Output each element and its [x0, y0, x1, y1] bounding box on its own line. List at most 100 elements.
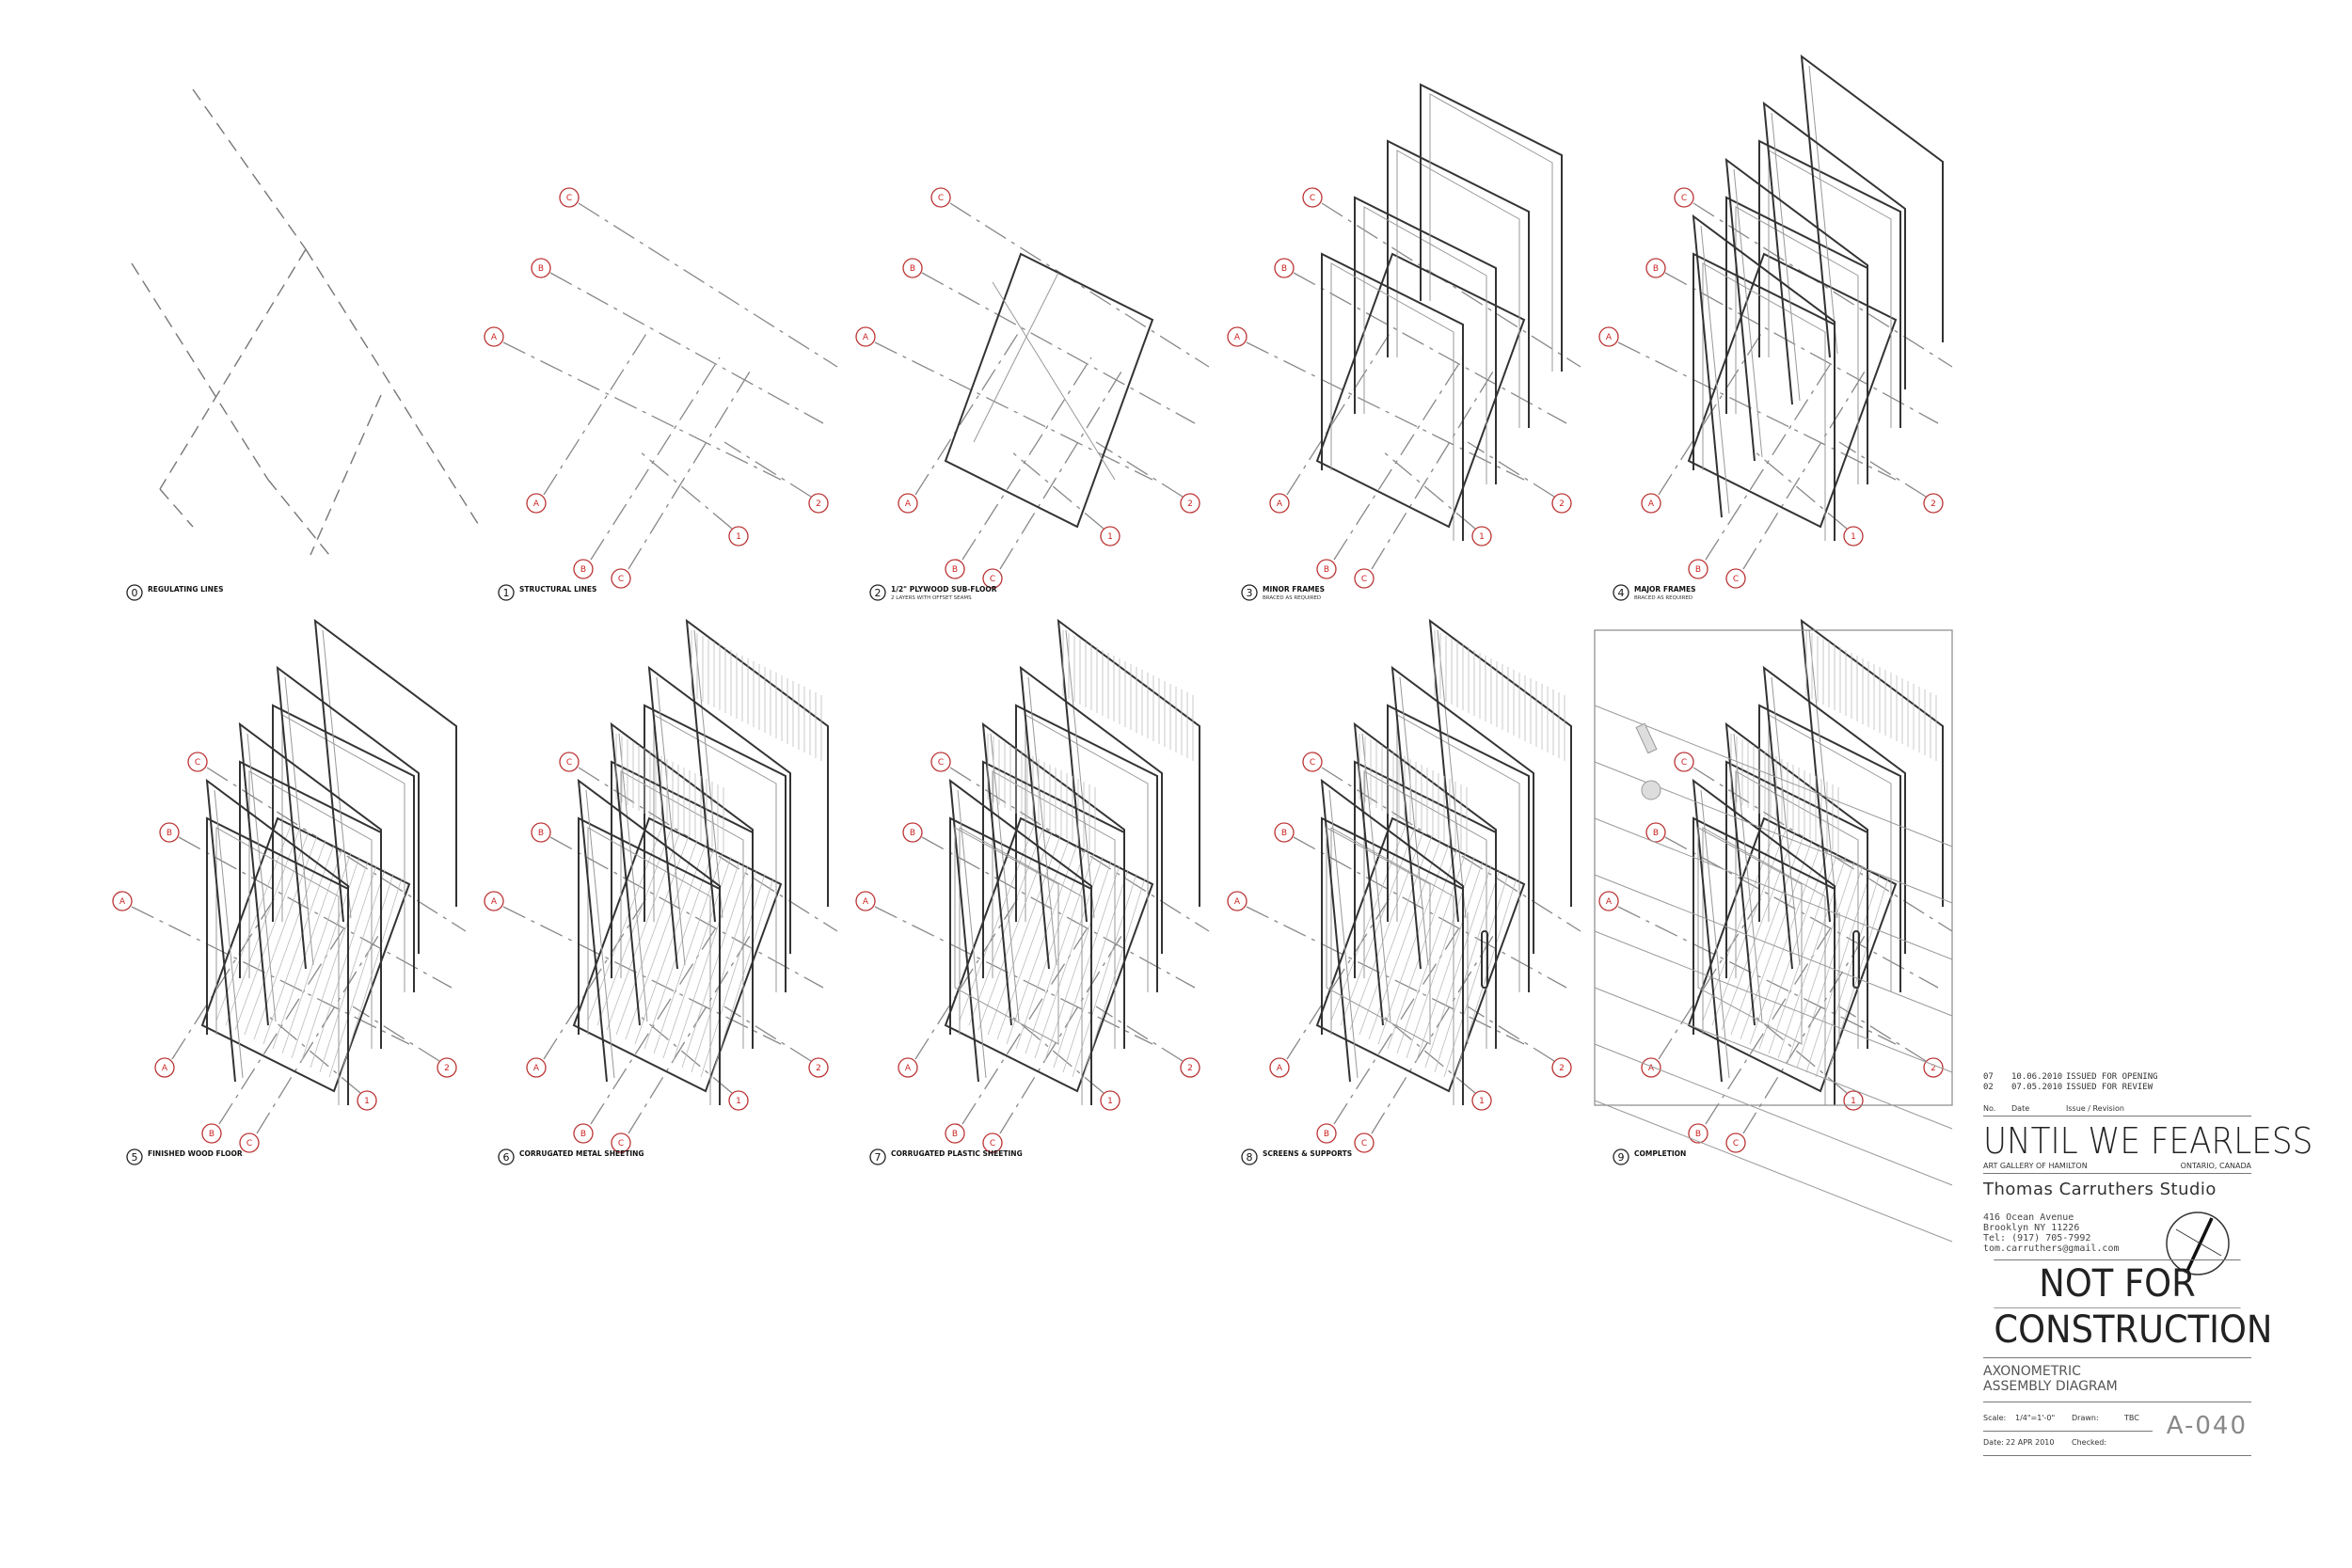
grid-bubble-label: 2	[816, 1064, 821, 1073]
grid-bubble-label: A	[1234, 333, 1241, 342]
structural-line	[352, 1006, 440, 1062]
grid-bubble-label: C	[618, 1139, 624, 1148]
project-title: UNTIL WE FEARLESS	[1983, 1120, 2313, 1162]
floor-board	[634, 844, 707, 1045]
structural-line	[961, 356, 1092, 561]
major-frame	[1320, 778, 1464, 1083]
structural-line	[502, 906, 782, 1045]
structural-line	[628, 930, 754, 1134]
structural-line	[1010, 451, 1104, 530]
structural-line	[578, 202, 838, 368]
step-number: 4	[1618, 587, 1625, 599]
floor-plate	[200, 816, 411, 1093]
major-frame-inner	[1437, 629, 1467, 919]
major-frame	[610, 721, 754, 1026]
grid-bubble: A	[1227, 326, 1248, 347]
studio-logo	[2166, 1212, 2230, 1275]
regulating-line	[159, 488, 194, 528]
major-frame	[1724, 721, 1868, 1026]
grid-bubble-label: B	[209, 1130, 215, 1139]
revision-issue: ISSUED FOR REVIEW	[2066, 1083, 2153, 1092]
regulating-line	[131, 262, 269, 481]
grid-bubble-label: A	[533, 1064, 540, 1073]
address-line: Brooklyn NY 11226	[1983, 1223, 2080, 1233]
grid-bubble-label: 2	[1559, 1064, 1565, 1073]
floor-board	[1730, 835, 1804, 1036]
grid-bubble: 1	[1100, 1090, 1120, 1111]
minor-frame-rear-inner	[1429, 93, 1553, 372]
location: ONTARIO, CANADA	[2180, 1162, 2251, 1170]
minor-frame-inner	[1702, 827, 1826, 1105]
floor-board	[1043, 861, 1112, 1064]
grid-bubble: B	[531, 822, 551, 843]
grid-bubble-label: B	[910, 264, 915, 274]
floor-board	[1330, 822, 1407, 1022]
floor-board	[225, 827, 301, 1026]
structural-line	[590, 356, 721, 561]
major-frame-inner	[1328, 789, 1359, 1079]
context-line	[1594, 987, 1953, 1130]
grid-bubble-label: C	[566, 758, 572, 768]
major-frame-inner	[1700, 789, 1730, 1079]
not-for-construction-stamp: NOT FOR CONSTRUCTION	[1994, 1259, 2272, 1352]
major-frame-inner	[1733, 733, 1763, 1022]
grid-bubble-label: B	[1281, 264, 1287, 274]
floor-board	[291, 856, 360, 1059]
scale-label: Scale:	[1983, 1414, 2007, 1422]
structural-line	[1371, 366, 1497, 570]
structural-line	[590, 921, 721, 1125]
grid-bubble: B	[902, 822, 923, 843]
major-frame-inner	[1733, 168, 1763, 458]
grid-bubble-label: A	[863, 333, 869, 342]
grid-bubble-label: B	[580, 1130, 586, 1139]
major-frame	[1353, 721, 1497, 1026]
grid-bubble: B	[945, 1123, 965, 1144]
major-frame	[238, 721, 382, 1026]
floor-board	[987, 835, 1061, 1036]
floor-board	[244, 835, 318, 1036]
structural-line	[921, 272, 1196, 424]
major-frame	[1724, 157, 1868, 462]
grid-bubble: 1	[357, 1090, 377, 1111]
grid-bubble: B	[945, 559, 965, 579]
major-frame-inner	[1808, 629, 1838, 919]
grid-bubble-label: B	[1653, 264, 1659, 274]
grid-bubble-label: 1	[1107, 532, 1113, 542]
floor-board	[1824, 878, 1889, 1083]
minor-frame-inner	[1702, 262, 1826, 541]
major-frame	[1762, 665, 1906, 970]
grid-bubble-label: A	[1234, 897, 1241, 907]
stamp-line: NOT FOR	[2039, 1262, 2196, 1306]
floor-board	[1081, 878, 1146, 1083]
structural-line	[639, 451, 733, 530]
floor-board	[300, 861, 369, 1064]
floor-board	[1787, 861, 1855, 1064]
drawn-label: Drawn:	[2072, 1414, 2099, 1422]
grid-bubble-label: C	[1361, 1139, 1367, 1148]
structural-line	[1467, 441, 1555, 498]
rev-header-issue: Issue / Revision	[2066, 1104, 2124, 1113]
major-frame-inner	[1771, 676, 1801, 966]
grid-bubble: 2	[808, 493, 829, 514]
grid-bubble: C	[982, 1132, 1003, 1153]
address-line: tom.carruthers@gmail.com	[1983, 1243, 2120, 1254]
grid-bubble-label: A	[1277, 499, 1283, 509]
major-frame-inner	[618, 733, 648, 1022]
structural-line	[1617, 906, 1897, 1045]
minor-frame	[1354, 196, 1497, 484]
major-frame	[685, 618, 829, 923]
step-number: 3	[1247, 587, 1253, 599]
grid-bubble-label: A	[1648, 1064, 1655, 1073]
structural-line	[1705, 921, 1836, 1125]
grid-bubble: C	[982, 568, 1003, 589]
grid-bubble-label: A	[533, 499, 540, 509]
floor-plate	[1315, 816, 1526, 1093]
grid-bubble: A	[1269, 1057, 1290, 1078]
minor-frame	[1321, 252, 1464, 541]
grid-bubble: A	[1598, 326, 1619, 347]
regulating-line	[305, 248, 481, 528]
structural-line	[999, 366, 1125, 570]
floor-board	[968, 827, 1044, 1026]
major-frame-inner	[284, 676, 314, 966]
